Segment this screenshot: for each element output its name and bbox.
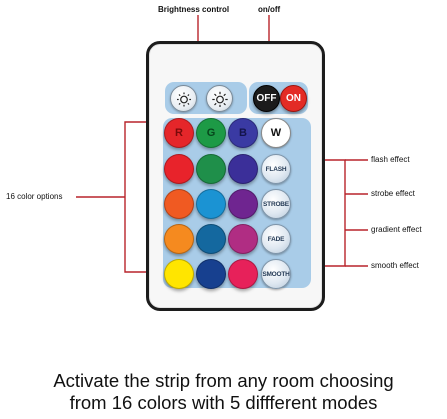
brightness-down-icon <box>176 92 191 106</box>
mode-button-smooth[interactable]: SMOOTH <box>261 259 291 289</box>
mode-button-strobe[interactable]: STROBE <box>261 189 291 219</box>
color-button[interactable] <box>196 154 226 184</box>
brightness-up-button[interactable] <box>206 85 233 112</box>
color-button[interactable] <box>228 224 258 254</box>
gradient-callout: gradient effect <box>371 225 422 234</box>
strobe-callout: strobe effect <box>371 189 415 198</box>
flash-callout: flash effect <box>371 155 410 164</box>
off-button[interactable]: OFF <box>253 85 280 112</box>
brightness-down-button[interactable] <box>170 85 197 112</box>
on-button[interactable]: ON <box>280 85 307 112</box>
smooth-callout: smooth effect <box>371 261 419 270</box>
color-button-g[interactable]: G <box>196 118 226 148</box>
caption-line-1: Activate the strip from any room choosin… <box>53 370 394 391</box>
mode-button-fade[interactable]: FADE <box>261 224 291 254</box>
color-button[interactable] <box>164 154 194 184</box>
brightness-callout: Brightness control <box>158 5 230 14</box>
onoff-callout: on/off <box>258 5 281 14</box>
caption-line-2: from 16 colors with 5 diffferent modes <box>69 392 378 413</box>
color-button-w[interactable]: W <box>261 118 291 148</box>
color-button[interactable] <box>164 259 194 289</box>
modes-bracket <box>312 159 346 267</box>
color-button[interactable] <box>164 224 194 254</box>
color-button[interactable] <box>228 259 258 289</box>
color-button[interactable] <box>228 189 258 219</box>
color-button-r[interactable]: R <box>164 118 194 148</box>
mode-button-flash[interactable]: FLASH <box>261 154 291 184</box>
color-button[interactable] <box>164 189 194 219</box>
brightness-up-icon <box>211 91 228 107</box>
color-button-b[interactable]: B <box>228 118 258 148</box>
colors-callout: 16 color options <box>6 192 63 201</box>
color-button[interactable] <box>196 189 226 219</box>
color-button[interactable] <box>196 224 226 254</box>
color-button[interactable] <box>196 259 226 289</box>
color-button[interactable] <box>228 154 258 184</box>
